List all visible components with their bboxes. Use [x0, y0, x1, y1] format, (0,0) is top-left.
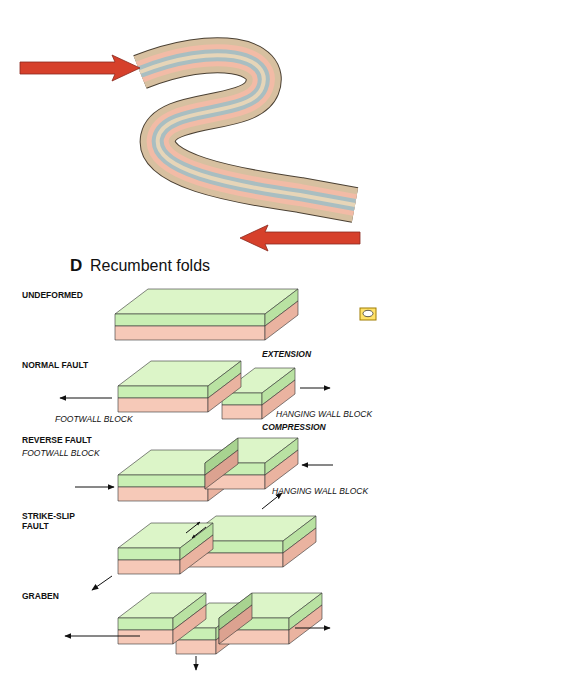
- block-label: UNDEFORMED: [22, 291, 83, 301]
- rock-block: [205, 438, 298, 489]
- block-face: [283, 528, 316, 567]
- block-face: [118, 475, 208, 487]
- movement-arrow: [186, 522, 200, 533]
- rock-block: [219, 593, 322, 644]
- movement-arrow: [92, 576, 112, 590]
- fold-layer: [140, 55, 355, 205]
- block-face: [118, 398, 208, 412]
- rock-block: [118, 361, 241, 412]
- block-face: [118, 386, 208, 398]
- block-face: [173, 605, 206, 644]
- block-face: [265, 301, 298, 340]
- rock-block: [118, 523, 213, 574]
- fold-layer: [140, 55, 355, 205]
- block-face: [208, 373, 241, 412]
- block-label: HANGING WALL BLOCK: [272, 487, 368, 497]
- movement-arrow: [60, 398, 112, 399]
- movement-arrow: [65, 636, 140, 637]
- stress-arrows: [60, 388, 333, 670]
- block-face: [222, 405, 262, 419]
- block-label: HANGING WALL BLOCK: [276, 410, 372, 420]
- block-label: FOOTWALL BLOCK: [22, 449, 100, 459]
- fold-layer: [140, 55, 355, 205]
- force-arrow: [20, 55, 140, 81]
- block-face: [219, 605, 252, 644]
- block-label: EXTENSION: [262, 350, 311, 360]
- comment-icon-box: [360, 308, 376, 320]
- figure-caption: Recumbent folds: [90, 257, 210, 275]
- movement-arrow: [75, 487, 114, 488]
- block-face: [118, 618, 173, 630]
- block-face: [289, 605, 322, 644]
- block-face: [180, 535, 213, 574]
- movement-arrow: [295, 628, 330, 629]
- movement-arrow: [196, 656, 197, 670]
- rock-blocks: [115, 289, 322, 654]
- block-face: [115, 326, 265, 340]
- block-face: [118, 548, 180, 560]
- block-label: GRABEN: [22, 592, 59, 602]
- block-face: [118, 560, 180, 574]
- block-label: REVERSE FAULT: [22, 436, 92, 446]
- fold-layer: [140, 55, 355, 205]
- block-face: [265, 450, 298, 489]
- fold-layer: [140, 55, 355, 205]
- force-arrow: [240, 225, 360, 251]
- block-face: [118, 487, 208, 501]
- block-face: [176, 640, 216, 654]
- block-face: [205, 450, 238, 489]
- comment-icon: [360, 308, 376, 320]
- comment-icon-bubble: [363, 310, 373, 316]
- movement-arrow: [302, 465, 333, 466]
- block-face: [118, 630, 173, 644]
- rock-block: [115, 289, 298, 340]
- block-label: STRIKE-SLIP FAULT: [22, 512, 86, 532]
- movement-arrow: [192, 527, 206, 538]
- recumbent-fold: [20, 55, 360, 251]
- block-label: FOOTWALL BLOCK: [55, 415, 133, 425]
- block-face: [115, 314, 265, 326]
- block-label: COMPRESSION: [262, 423, 326, 433]
- block-label: NORMAL FAULT: [22, 361, 88, 371]
- figure-caption: D: [70, 256, 82, 276]
- movement-arrow: [300, 388, 330, 389]
